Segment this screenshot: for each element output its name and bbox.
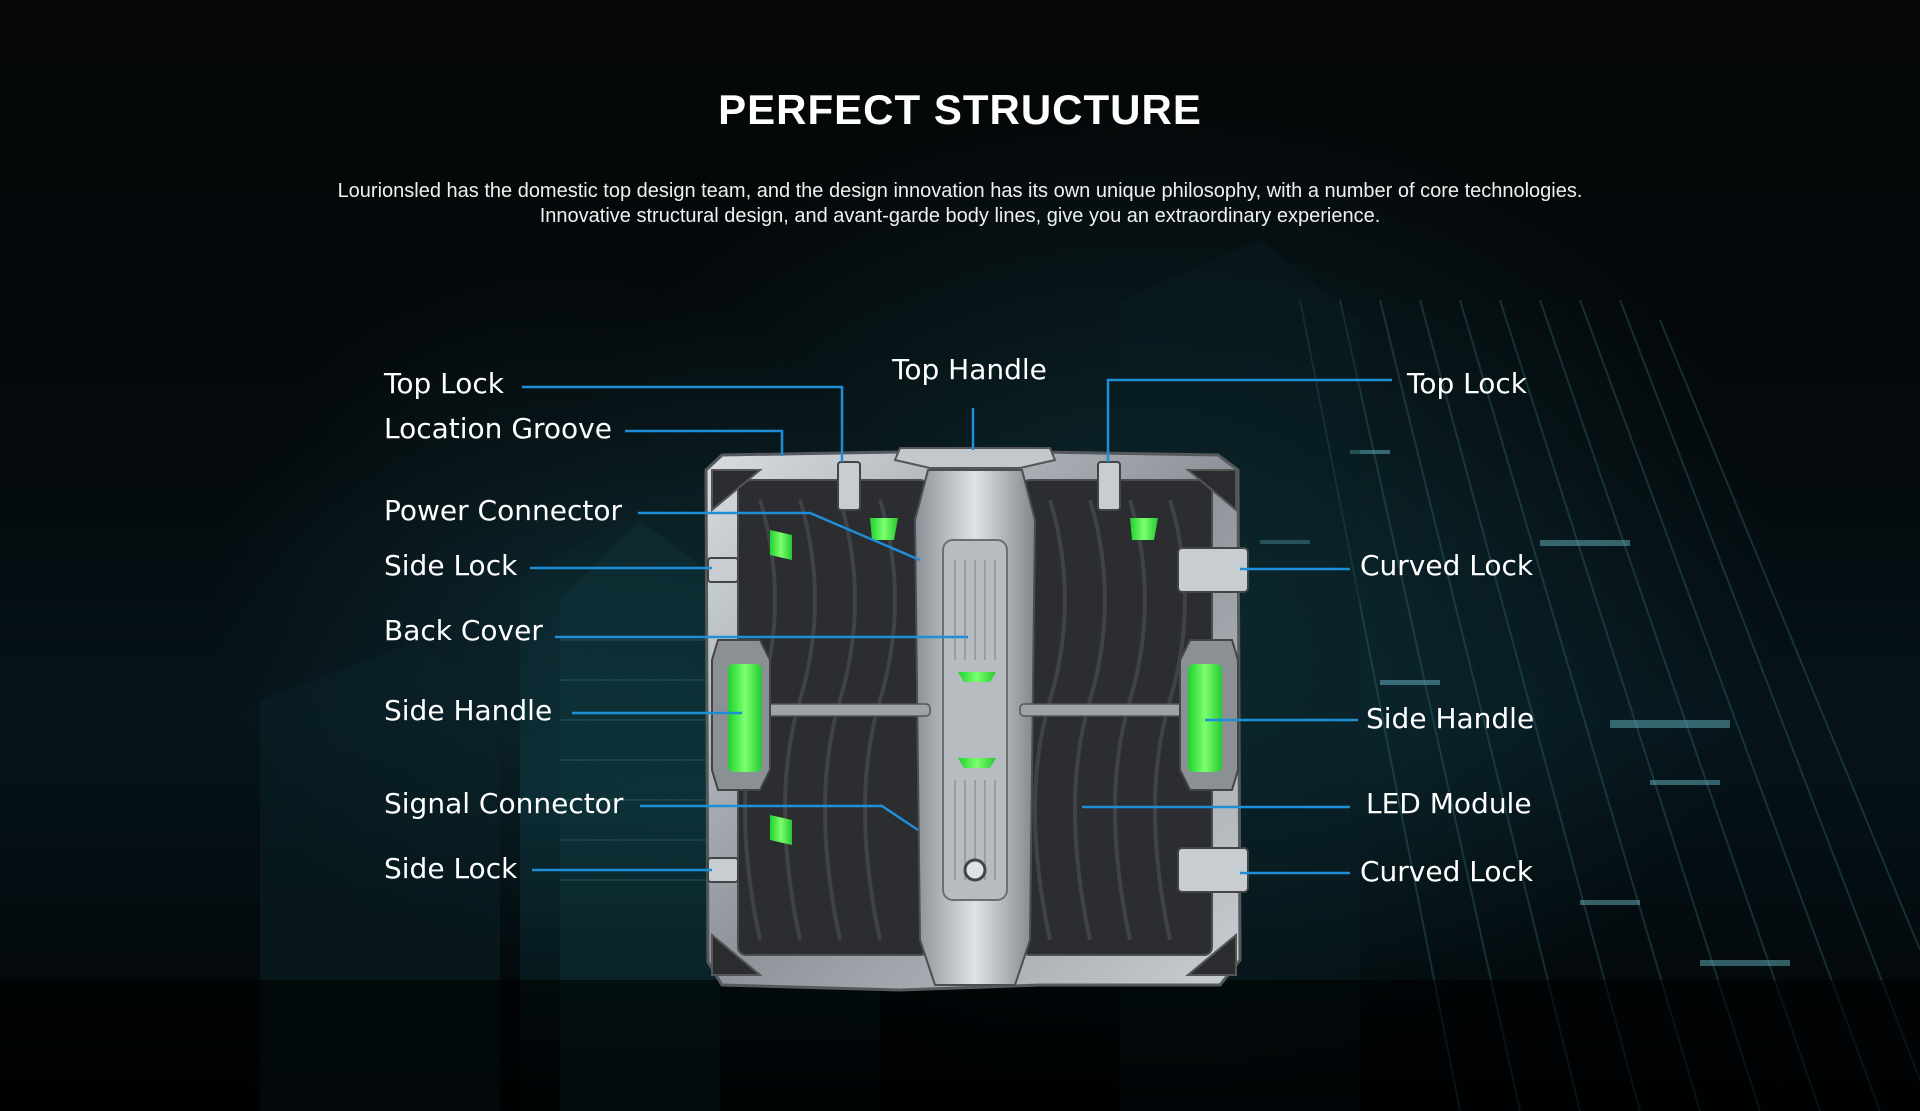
callout-side-lock-lower: Side Lock [384, 852, 518, 885]
side-lock-lower [707, 857, 739, 883]
callout-led-module: LED Module [1366, 787, 1532, 820]
curved-lock-upper [1177, 547, 1249, 593]
callout-side-lock-upper: Side Lock [384, 549, 518, 582]
side-lock-upper [707, 557, 739, 583]
side-handle-right [1179, 639, 1239, 791]
callout-top-handle: Top Handle [892, 353, 1047, 386]
side-handle-left [711, 639, 771, 791]
callout-curved-lock-lower: Curved Lock [1360, 855, 1534, 888]
callout-side-handle-left: Side Handle [384, 694, 553, 727]
top-handle [893, 447, 1057, 469]
curved-lock-lower [1177, 847, 1249, 893]
callout-top-lock-left: Top Lock [384, 367, 504, 400]
page-title: PERFECT STRUCTURE [718, 86, 1202, 133]
intro-text-line-2: Innovative structural design, and avant-… [539, 205, 1381, 227]
callout-back-cover: Back Cover [384, 614, 543, 647]
callout-curved-lock-upper: Curved Lock [1360, 549, 1534, 582]
callout-location-groove: Location Groove [384, 412, 612, 445]
callout-signal-connector: Signal Connector [384, 787, 624, 820]
intro-text-line-1: Lourionsled has the domestic top design … [337, 180, 1583, 202]
top-lock-right [1097, 461, 1121, 511]
callout-power-connector: Power Connector [384, 494, 622, 527]
back-cover [942, 539, 1008, 901]
callout-side-handle-right: Side Handle [1366, 702, 1535, 735]
callout-top-lock-right: Top Lock [1407, 367, 1527, 400]
top-lock-left [837, 461, 861, 511]
